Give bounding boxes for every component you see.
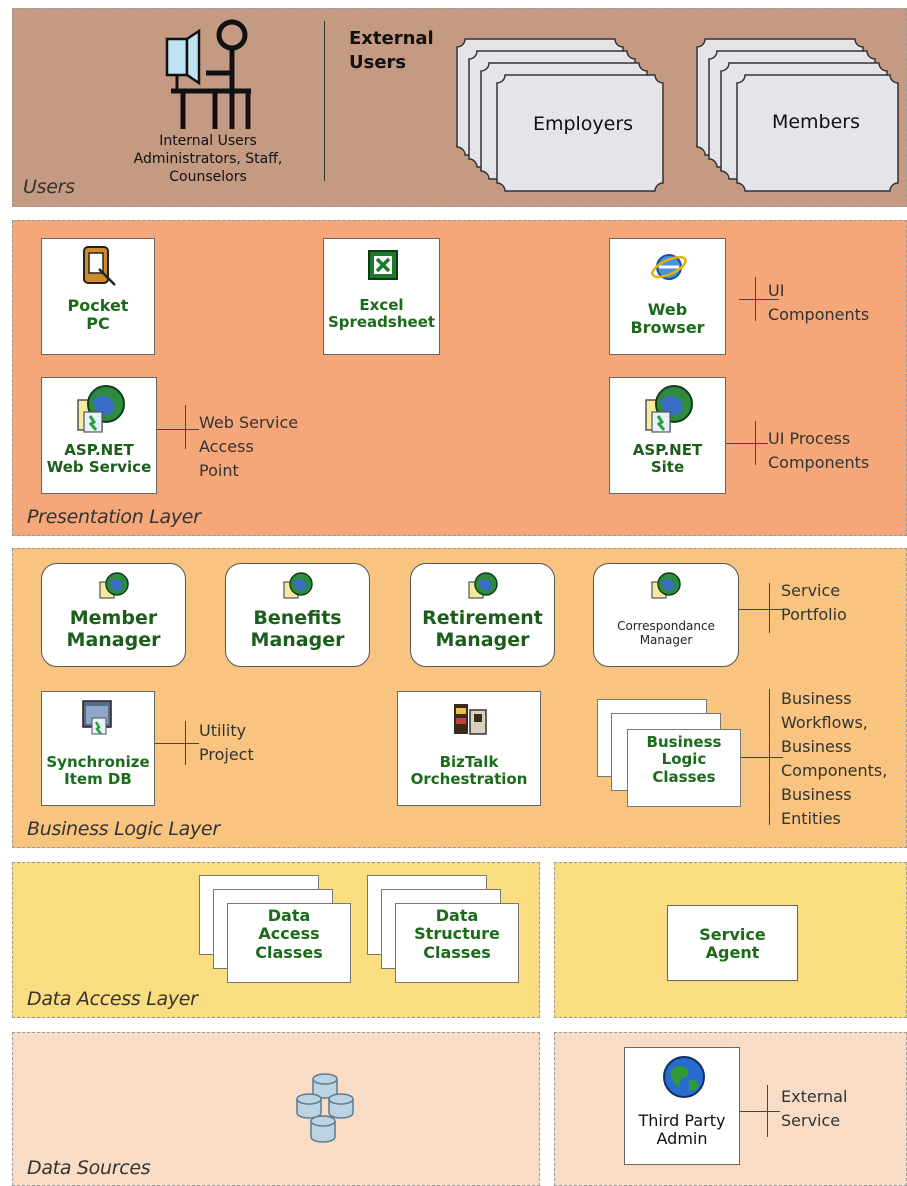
data-access-layer: Data Access Layer Data Access Classes Da… <box>12 862 540 1018</box>
pocket-pc-label: Pocket PC <box>67 296 129 334</box>
ui-process-note: UI Process Components <box>768 429 870 472</box>
layer-title-data-access: Data Access Layer <box>27 988 198 1010</box>
stack-sheet <box>227 903 351 983</box>
ws-access-note: Web Service Access Point <box>199 413 299 480</box>
layer-title-presentation: Presentation Layer <box>27 506 201 528</box>
project-icon <box>82 700 112 735</box>
data-access-classes-stack: Data Access Classes <box>199 875 353 985</box>
correspondance-manager-label: Correspondance Manager <box>617 619 715 647</box>
layer-title-users: Users <box>23 176 75 198</box>
ws-access-bracket <box>185 405 186 449</box>
internal-user-icon <box>165 19 251 129</box>
web-browser-box: Web Browser <box>609 238 726 355</box>
data-structure-classes-label: Data Structure Classes <box>414 906 500 962</box>
third-party-admin-box: Third Party Admin <box>624 1047 740 1165</box>
globe-doc-icon <box>645 385 693 433</box>
benefits-manager-label: Benefits Manager <box>250 607 345 651</box>
external-service-panel: Third Party Admin External Service <box>554 1032 907 1186</box>
biztalk-icon <box>454 704 487 735</box>
business-logic-classes-stack: Business Logic Classes <box>597 699 743 809</box>
retirement-manager-box: Retirement Manager <box>410 563 555 667</box>
employers-stack <box>456 38 664 192</box>
data-sources-layer: Data Sources <box>12 1032 540 1186</box>
service-portfolio-tick <box>739 609 783 610</box>
presentation-layer: Presentation Layer Pocket PC Excel Sprea… <box>12 220 907 536</box>
biztalk-box: BizTalk Orchestration <box>397 691 541 806</box>
component-globe-icon <box>651 572 681 599</box>
component-globe-icon <box>99 572 129 599</box>
excel-box: Excel Spreadsheet <box>323 238 440 355</box>
pocket-pc-box: Pocket PC <box>41 238 155 355</box>
members-stack <box>696 38 899 192</box>
internal-users-label: Internal Users Administrators, Staff, Co… <box>133 133 283 185</box>
ws-access-tick <box>157 429 199 430</box>
external-service-tick <box>740 1111 780 1112</box>
globe-doc-icon <box>77 385 125 433</box>
benefits-manager-box: Benefits Manager <box>225 563 370 667</box>
asp-site-box: ASP.NET Site <box>609 377 726 494</box>
correspondance-manager-box: Correspondance Manager <box>593 563 739 667</box>
utility-note: Utility Project <box>199 721 254 764</box>
blc-note: Business Workflows, Business Components,… <box>781 689 888 828</box>
synchronize-item-db-box: Synchronize Item DB <box>41 691 155 806</box>
business-logic-classes-label: Business Logic Classes <box>646 733 722 786</box>
utility-tick <box>155 743 199 744</box>
external-service-note: External Service <box>781 1087 848 1130</box>
component-globe-icon <box>468 572 498 599</box>
synchronize-item-db-label: Synchronize Item DB <box>46 753 150 789</box>
users-layer: Users Internal Users Administrators, Sta… <box>12 8 907 207</box>
member-manager-label: Member Manager <box>66 607 161 651</box>
employers-label: Employers <box>532 113 634 135</box>
component-globe-icon <box>283 572 313 599</box>
external-users-label: External Users <box>349 28 434 73</box>
service-portfolio-bracket <box>769 583 770 633</box>
asp-web-service-box: ASP.NET Web Service <box>41 377 157 494</box>
ui-components-note: UI Components <box>768 281 870 324</box>
biztalk-label: BizTalk Orchestration <box>410 753 528 789</box>
service-agent-panel: Service Agent <box>554 862 907 1018</box>
stack-sheet <box>627 729 741 807</box>
pocket-pc-icon <box>83 246 116 286</box>
excel-label: Excel Spreadsheet <box>327 296 436 332</box>
ui-process-tick <box>726 443 768 444</box>
members-label: Members <box>771 111 861 133</box>
retirement-manager-label: Retirement Manager <box>422 607 543 651</box>
business-logic-layer: Business Logic Layer Member Manager Bene… <box>12 548 907 848</box>
database-cluster-icon <box>296 1073 354 1143</box>
blc-tick <box>741 757 783 758</box>
browser-icon <box>651 254 687 280</box>
stack-sheet <box>395 903 519 983</box>
data-access-classes-label: Data Access Classes <box>255 906 323 962</box>
web-browser-label: Web Browser <box>630 300 705 338</box>
data-structure-classes-stack: Data Structure Classes <box>367 875 521 985</box>
asp-site-label: ASP.NET Site <box>632 441 703 477</box>
asp-web-service-label: ASP.NET Web Service <box>46 441 152 477</box>
layer-title-data-sources: Data Sources <box>27 1157 151 1179</box>
service-agent-label: Service Agent <box>699 925 766 963</box>
globe-icon <box>663 1056 705 1098</box>
service-portfolio-note: Service Portfolio <box>781 581 847 624</box>
third-party-admin-label: Third Party Admin <box>638 1111 726 1149</box>
ui-components-tick <box>739 299 779 300</box>
users-divider <box>324 21 325 181</box>
excel-icon <box>368 250 398 280</box>
service-agent-box: Service Agent <box>667 905 798 981</box>
layer-title-business: Business Logic Layer <box>27 818 220 840</box>
member-manager-box: Member Manager <box>41 563 186 667</box>
